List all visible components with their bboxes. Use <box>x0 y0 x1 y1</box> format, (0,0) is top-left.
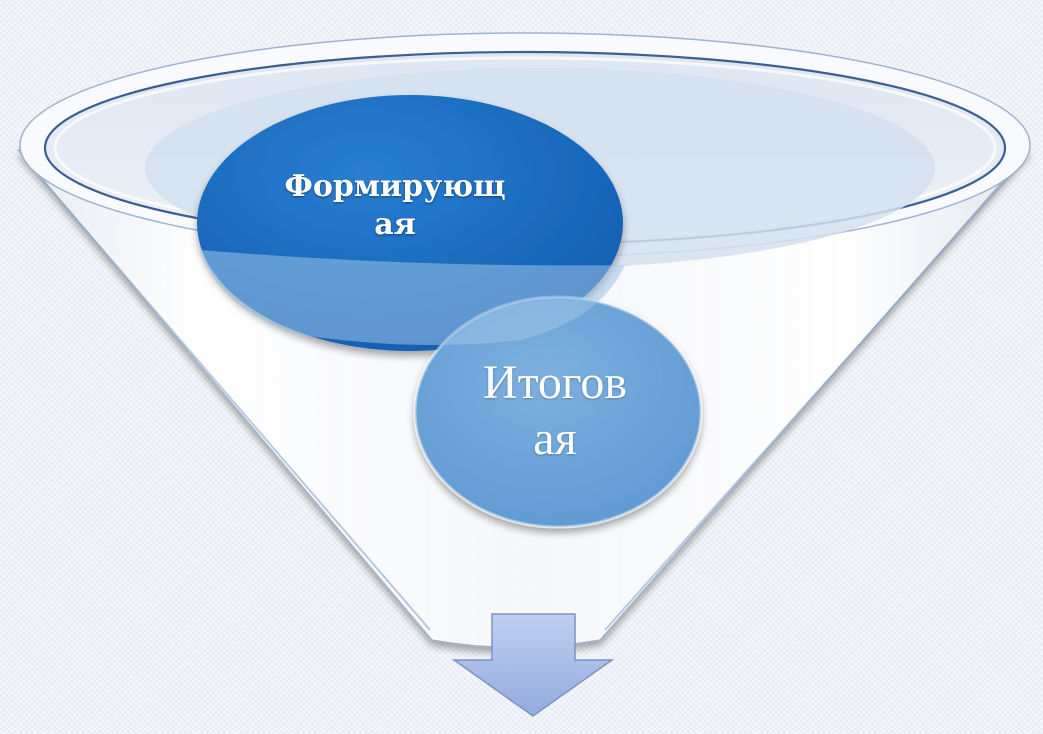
stage-label-formative: Формирующ ая <box>284 169 506 242</box>
stage-label-final: Итогов ая <box>482 356 628 465</box>
arrow-down-icon <box>451 613 615 717</box>
